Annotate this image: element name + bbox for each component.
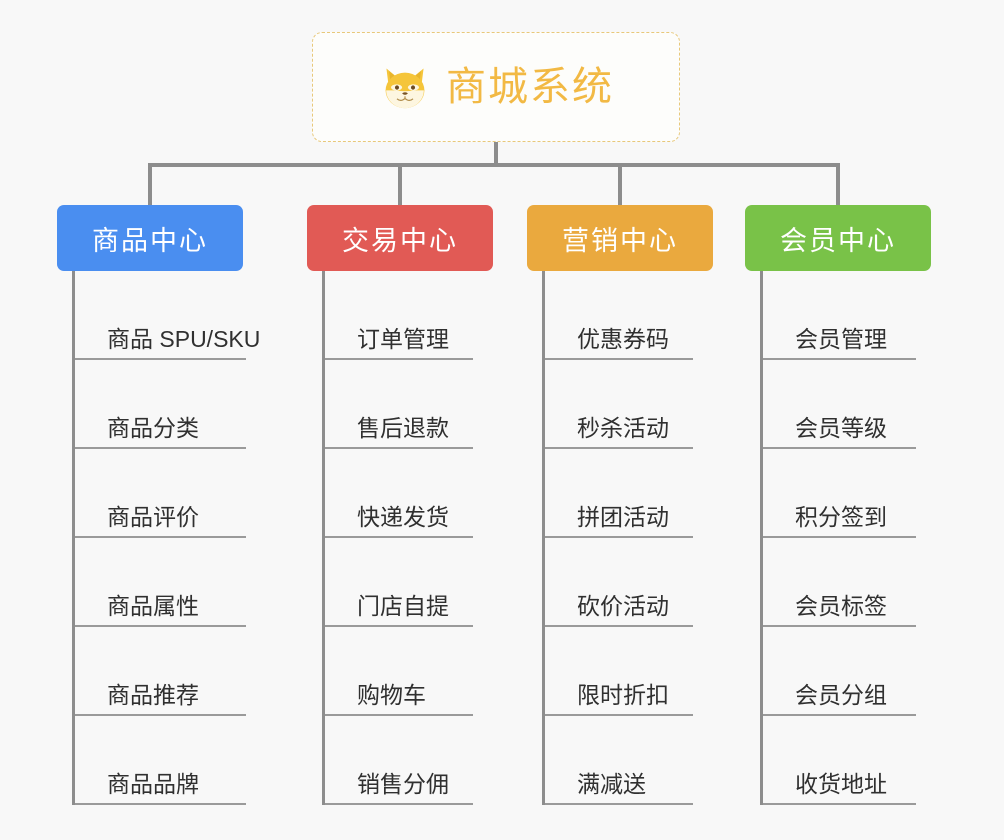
root-title: 商城系统 (446, 65, 614, 109)
leaf-label: 商品属性 (107, 593, 199, 619)
leaf-label: 商品品牌 (107, 771, 199, 797)
leaf-item[interactable]: 收货地址 (763, 716, 916, 805)
leaf-item[interactable]: 砍价活动 (545, 538, 693, 627)
category-label: 营销中心 (562, 225, 678, 256)
leaf-label: 快递发货 (357, 504, 449, 530)
leaf-item[interactable]: 商品评价 (75, 449, 246, 538)
leaf-label: 门店自提 (357, 593, 449, 619)
connector-root-stem (494, 142, 498, 165)
leaf-label: 会员管理 (795, 326, 887, 352)
category-box-product-center[interactable]: 商品中心 (57, 205, 243, 271)
leaf-list-trade-center: 订单管理 售后退款 快递发货 门店自提 购物车 销售分佣 (322, 271, 473, 805)
leaf-item[interactable]: 会员标签 (763, 538, 916, 627)
leaf-label: 会员标签 (795, 593, 887, 619)
connector-drop-product-center (148, 163, 152, 207)
leaf-label: 商品推荐 (107, 682, 199, 708)
leaf-label: 订单管理 (357, 326, 449, 352)
leaf-label: 限时折扣 (577, 682, 669, 708)
leaf-item[interactable]: 商品分类 (75, 360, 246, 449)
leaf-label: 售后退款 (357, 415, 449, 441)
leaf-item[interactable]: 快递发货 (325, 449, 473, 538)
leaf-item[interactable]: 满减送 (545, 716, 693, 805)
branch-member-center: 会员中心 会员管理 会员等级 积分签到 会员标签 会员分组 收货地址 (745, 205, 931, 805)
leaf-label: 商品分类 (107, 415, 199, 441)
leaf-item[interactable]: 销售分佣 (325, 716, 473, 805)
leaf-item[interactable]: 购物车 (325, 627, 473, 716)
leaf-item[interactable]: 会员管理 (763, 271, 916, 360)
leaf-list-member-center: 会员管理 会员等级 积分签到 会员标签 会员分组 收货地址 (760, 271, 916, 805)
connector-drop-member-center (836, 163, 840, 207)
leaf-item[interactable]: 商品 SPU/SKU (75, 271, 260, 360)
leaf-label: 销售分佣 (357, 771, 449, 797)
category-label: 商品中心 (92, 225, 208, 256)
leaf-item[interactable]: 商品属性 (75, 538, 246, 627)
leaf-label: 商品评价 (107, 504, 199, 530)
leaf-label: 砍价活动 (577, 593, 669, 619)
leaf-label: 会员等级 (795, 415, 887, 441)
leaf-item[interactable]: 限时折扣 (545, 627, 693, 716)
category-label: 交易中心 (342, 225, 458, 256)
leaf-list-product-center: 商品 SPU/SKU 商品分类 商品评价 商品属性 商品推荐 商品品牌 (72, 271, 260, 805)
leaf-label: 商品 SPU/SKU (107, 326, 261, 352)
leaf-label: 积分签到 (795, 504, 887, 530)
leaf-item[interactable]: 秒杀活动 (545, 360, 693, 449)
leaf-label: 秒杀活动 (577, 415, 669, 441)
leaf-item[interactable]: 售后退款 (325, 360, 473, 449)
category-box-member-center[interactable]: 会员中心 (745, 205, 931, 271)
leaf-item[interactable]: 订单管理 (325, 271, 473, 360)
leaf-item[interactable]: 会员分组 (763, 627, 916, 716)
leaf-item[interactable]: 商品推荐 (75, 627, 246, 716)
leaf-item[interactable]: 拼团活动 (545, 449, 693, 538)
branch-product-center: 商品中心 商品 SPU/SKU 商品分类 商品评价 商品属性 商品推荐 商品品牌 (57, 205, 260, 805)
leaf-label: 拼团活动 (577, 504, 669, 530)
connector-drop-trade-center (398, 163, 402, 207)
category-box-marketing-center[interactable]: 营销中心 (527, 205, 713, 271)
branch-trade-center: 交易中心 订单管理 售后退款 快递发货 门店自提 购物车 销售分佣 (307, 205, 493, 805)
connector-drop-marketing-center (618, 163, 622, 207)
leaf-label: 收货地址 (795, 771, 887, 797)
leaf-item[interactable]: 门店自提 (325, 538, 473, 627)
leaf-label: 满减送 (577, 771, 646, 797)
leaf-item[interactable]: 优惠券码 (545, 271, 693, 360)
category-label: 会员中心 (780, 225, 896, 256)
leaf-label: 会员分组 (795, 682, 887, 708)
leaf-label: 优惠券码 (577, 326, 669, 352)
category-box-trade-center[interactable]: 交易中心 (307, 205, 493, 271)
leaf-item[interactable]: 商品品牌 (75, 716, 246, 805)
shiba-dog-icon (385, 68, 425, 109)
leaf-label: 购物车 (357, 682, 426, 708)
root-node-shop-system[interactable]: 商城系统 (312, 32, 680, 142)
leaf-list-marketing-center: 优惠券码 秒杀活动 拼团活动 砍价活动 限时折扣 满减送 (542, 271, 693, 805)
branch-marketing-center: 营销中心 优惠券码 秒杀活动 拼团活动 砍价活动 限时折扣 满减送 (527, 205, 713, 805)
connector-horizontal-bus (150, 163, 840, 167)
leaf-item[interactable]: 会员等级 (763, 360, 916, 449)
leaf-item[interactable]: 积分签到 (763, 449, 916, 538)
